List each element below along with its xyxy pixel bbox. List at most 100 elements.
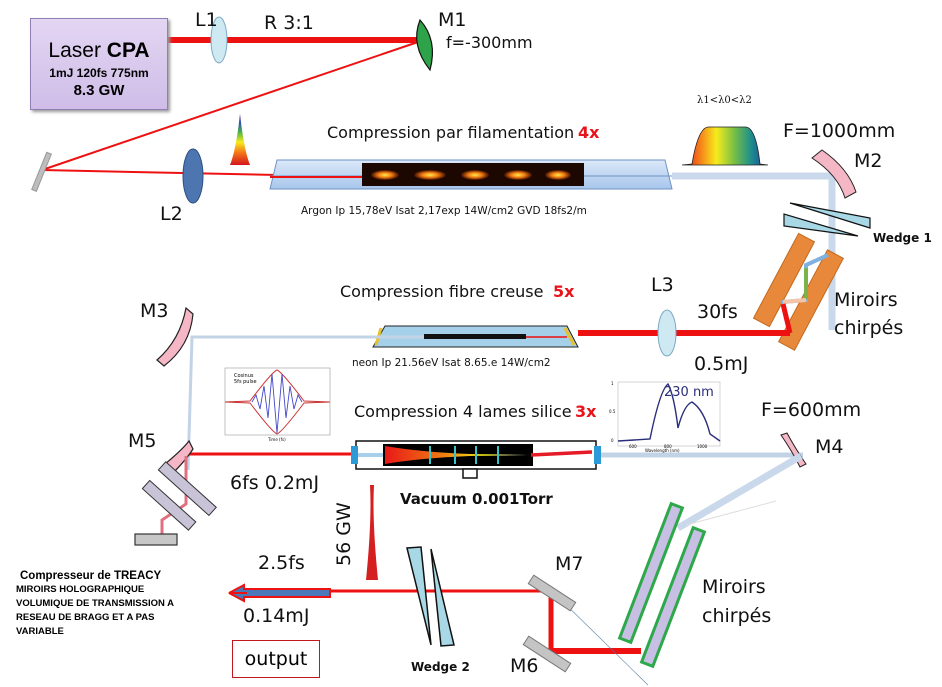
wedge-1b — [783, 213, 859, 237]
treacy-title: Compresseur de TREACY — [20, 570, 162, 582]
label-m4: M4 — [815, 436, 844, 458]
treacy-line-1: MIROIRS HOLOGRAPHIQUE — [16, 584, 145, 595]
spectrum-ytick-0: 0 — [611, 438, 614, 443]
label-m2-focal: F=1000mm — [783, 120, 896, 142]
output-duration: 2.5fs — [258, 552, 305, 574]
beam-m4-to-chirped — [676, 452, 803, 532]
chamber-window-right — [594, 446, 601, 464]
mirror-m1 — [416, 18, 433, 72]
pulse-envelope-bottom — [224, 401, 331, 435]
wedge-1a — [789, 202, 871, 229]
chamber-window-left — [351, 446, 358, 464]
pulse-title-2: 5fs pulse — [234, 379, 257, 385]
spectrum-order-label: λ1<λ0<λ2 — [697, 95, 752, 106]
vacuum-label: Vacuum 0.001Torr — [400, 490, 553, 508]
broadened-spectrum-icon — [681, 126, 769, 166]
filamentation-params: Argon Ip 15,78eV Isat 2,17exp 14W/cm2 GV… — [301, 205, 587, 217]
pulse-title-1: Cosinus — [234, 373, 254, 379]
output-label-box: output — [232, 640, 320, 678]
fiber-title: Compression fibre creuse — [340, 282, 544, 301]
label-chirped-1-line1: Miroirs — [834, 289, 898, 311]
lens-l2 — [182, 148, 204, 204]
label-chirped-2-line1: Miroirs — [702, 576, 766, 598]
label-ratio: R 3:1 — [264, 12, 314, 34]
mirror-m2 — [811, 149, 857, 199]
mirror-m6 — [522, 635, 572, 673]
label-wedge-1: Wedge 1 — [873, 231, 932, 245]
treacy-gratings — [141, 461, 217, 531]
fiber-window-right — [563, 327, 576, 346]
peak-power-spike — [366, 485, 378, 580]
laser-specs: 1mJ 120fs 775nm — [49, 66, 149, 80]
chirped-mirror-2b — [639, 525, 707, 669]
lens-l3 — [657, 309, 677, 357]
spectrum-ytick-05: 0.5 — [609, 409, 616, 414]
laser-cpa-source: Laser CPA 1mJ 120fs 775nm 8.3 GW — [30, 18, 168, 110]
label-l1: L1 — [195, 9, 218, 31]
flat-mirror — [31, 151, 52, 192]
treacy-line-3: RESEAU DE BRAGG ET A PAS — [16, 612, 155, 623]
spectrum-xtick-1000: 1000 — [697, 444, 708, 449]
filament-glow — [371, 170, 571, 180]
label-chirped-1-line2: chirpés — [834, 317, 904, 339]
spectrum-xtick-600: 600 — [629, 444, 637, 449]
fiber-params: neon Ip 21.56eV Isat 8.65.e 14W/cm2 — [352, 357, 551, 369]
spectrum-ytick-1: 1 — [611, 381, 614, 386]
label-m3: M3 — [140, 300, 169, 322]
fiber-out-energy: 0.5mJ — [694, 353, 749, 375]
plates-title: Compression 4 lames silice — [354, 402, 572, 421]
treacy-description: Compresseur de TREACY MIROIRS HOLOGRAPHI… — [16, 570, 174, 638]
label-m4-focal: F=600mm — [761, 399, 862, 421]
spectrum-cone-icon — [230, 114, 250, 165]
spectrum-xlabel: Wavelength (nm) — [645, 448, 680, 453]
chamber-beam-out — [530, 450, 593, 457]
label-wedge-2: Wedge 2 — [411, 660, 470, 674]
label-m1: M1 — [438, 9, 467, 31]
label-m2: M2 — [854, 150, 883, 172]
label-m6: M6 — [510, 655, 539, 677]
chirped-mirror-1b — [777, 249, 845, 351]
label-m1-focal: f=-300mm — [446, 33, 533, 52]
mirror-m5 — [164, 439, 194, 475]
plates-out-readout: 6fs 0.2mJ — [230, 472, 320, 494]
label-chirped-2-line2: chirpés — [702, 605, 772, 627]
label-m5: M5 — [128, 430, 157, 452]
bounce-red — [780, 303, 793, 334]
label-l2: L2 — [160, 203, 183, 225]
label-m7: M7 — [555, 553, 584, 575]
pulse-carrier — [251, 373, 303, 434]
treacy-retro-mirror — [134, 533, 178, 546]
fiber-core — [424, 334, 526, 339]
chirped-mirror-2a — [617, 501, 685, 645]
lens-l1 — [210, 16, 228, 64]
beam-fiber-to-m5 — [186, 335, 424, 471]
ghost-line — [685, 500, 777, 526]
treacy-line-2: VOLUMIQUE DE TRANSMISSION A — [16, 598, 174, 609]
peak-power-label: 56 GW — [333, 502, 355, 566]
laser-name: Laser — [48, 39, 101, 62]
chirped-mirror-1a — [752, 232, 816, 328]
pulse-inset-plot: Cosinus 5fs pulse Time (fs) — [224, 367, 331, 442]
pulse-envelope-top — [224, 369, 331, 403]
plates-factor: 3x — [575, 402, 597, 421]
filamentation-factor: 4x — [578, 123, 600, 142]
laser-name-bold: CPA — [106, 39, 150, 62]
vacuum-port — [462, 468, 478, 479]
fiber-out-duration: 30fs — [697, 301, 738, 323]
plates-beam — [385, 446, 528, 464]
spectrum-xtick-800: 800 — [664, 444, 672, 449]
beam-m1-to-mirror — [41, 41, 419, 171]
mirror-m7 — [527, 574, 577, 612]
spectrum-inset-plot: 230 nm 1 0.5 0 600 800 1000 Wavelength (… — [609, 381, 721, 453]
pulse-xlabel: Time (fs) — [267, 437, 286, 442]
treacy-line-4: VARIABLE — [16, 626, 64, 637]
output-energy: 0.14mJ — [243, 605, 310, 627]
filamentation-title: Compression par filamentation — [327, 123, 575, 142]
spectrum-curve — [617, 382, 721, 442]
bounce-peach — [782, 298, 807, 304]
spectrum-annotation: 230 nm — [664, 385, 714, 400]
label-l3: L3 — [651, 274, 674, 296]
fiber-factor: 5x — [553, 282, 575, 301]
laser-power: 8.3 GW — [73, 82, 125, 99]
